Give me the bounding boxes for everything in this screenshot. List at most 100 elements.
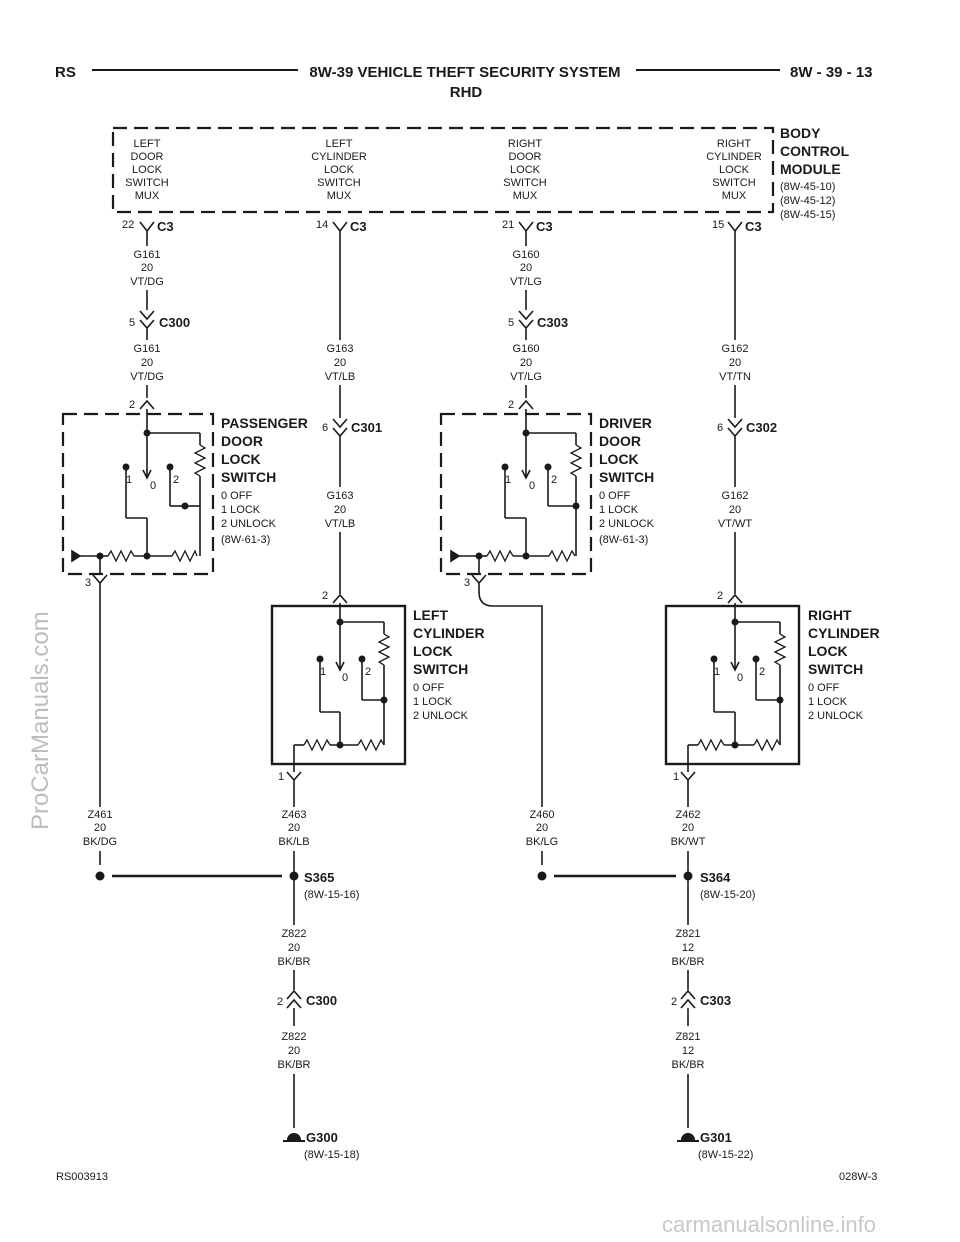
svg-text:15: 15 [712, 219, 724, 231]
svg-text:VT/LB: VT/LB [325, 518, 356, 530]
switch-title-line: RIGHT [808, 607, 852, 623]
svg-text:G161: G161 [134, 343, 161, 355]
bcm-input-right-cylinder: RIGHT CYLINDER LOCK SWITCH MUX [706, 138, 762, 202]
svg-text:MUX: MUX [135, 190, 160, 202]
svg-text:20: 20 [729, 357, 741, 369]
svg-text:0: 0 [342, 672, 348, 684]
right-cylinder-lock-switch: 2 1 0 2 RIGHT CYLINDER LOCK SWITCH 0 OFF… [664, 590, 880, 783]
svg-text:LEFT: LEFT [326, 138, 353, 150]
svg-text:2: 2 [322, 590, 328, 602]
bcm-input-left-cylinder: LEFT CYLINDER LOCK SWITCH MUX [311, 138, 367, 202]
svg-text:5: 5 [129, 317, 135, 329]
splice-s364: S364 (8W-15-20) [537, 870, 755, 901]
svg-text:C301: C301 [351, 420, 382, 435]
svg-text:Z822: Z822 [281, 1031, 306, 1043]
footer-drawing-code: 028W-3 [839, 1171, 877, 1183]
svg-text:0: 0 [529, 480, 535, 492]
ground-g300: G300 (8W-15-18) [283, 1130, 359, 1161]
svg-text:0 OFF: 0 OFF [599, 490, 630, 502]
svg-text:BK/BR: BK/BR [671, 1059, 704, 1071]
svg-text:20: 20 [94, 822, 106, 834]
svg-text:6: 6 [717, 422, 723, 434]
svg-text:VT/DG: VT/DG [130, 371, 164, 383]
svg-text:1 LOCK: 1 LOCK [599, 504, 639, 516]
svg-text:C302: C302 [746, 420, 777, 435]
svg-text:0 OFF: 0 OFF [413, 682, 444, 694]
wire-label-g162-upper: G162 20 VT/TN [719, 343, 751, 383]
svg-text:C3: C3 [157, 219, 174, 234]
wire-label-g161-upper: G161 20 VT/DG [130, 249, 164, 288]
body-control-module: BODY CONTROL MODULE (8W-45-10) (8W-45-12… [111, 125, 850, 234]
svg-text:BK/BR: BK/BR [277, 956, 310, 968]
switch-title-line: SWITCH [221, 469, 276, 485]
bcm-ref: (8W-45-10) [780, 181, 835, 193]
svg-text:1: 1 [278, 771, 284, 783]
svg-text:2 UNLOCK: 2 UNLOCK [599, 518, 655, 530]
svg-text:1: 1 [673, 771, 679, 783]
left-cylinder-lock-switch: 2 1 0 2 LEFT CYLINDER LOCK SWITCH 0 OFF … [270, 590, 485, 783]
svg-text:2: 2 [759, 666, 765, 678]
driver-door-lock-switch: 2 1 0 2 DRIVER DOOR LOCK SWITCH 0 OFF [439, 399, 655, 589]
svg-text:2: 2 [173, 474, 179, 486]
svg-text:20: 20 [141, 262, 153, 274]
svg-text:G162: G162 [722, 490, 749, 502]
svg-text:1: 1 [505, 474, 511, 486]
splice-s365: S365 (8W-15-16) [95, 870, 359, 901]
bcm-ref: (8W-45-15) [780, 209, 835, 221]
page-header: RS 8W-39 VEHICLE THEFT SECURITY SYSTEM 8… [55, 64, 873, 101]
wire-label-z821-upper: Z821 12 BK/BR [671, 928, 704, 968]
svg-text:3: 3 [464, 577, 470, 589]
svg-text:VT/DG: VT/DG [130, 276, 164, 288]
svg-text:5: 5 [508, 317, 514, 329]
svg-text:12: 12 [682, 1045, 694, 1057]
svg-text:S365: S365 [304, 870, 334, 885]
connector-c300-inline: 5 C300 [129, 310, 190, 330]
svg-text:20: 20 [520, 357, 532, 369]
svg-text:C3: C3 [350, 219, 367, 234]
svg-text:BK/DG: BK/DG [83, 836, 117, 848]
svg-text:2: 2 [365, 666, 371, 678]
svg-text:20: 20 [141, 357, 153, 369]
svg-text:LOCK: LOCK [132, 164, 163, 176]
wire-label-z822-upper: Z822 20 BK/BR [277, 928, 310, 968]
svg-text:RIGHT: RIGHT [508, 138, 543, 150]
svg-text:DOOR: DOOR [131, 151, 164, 163]
svg-text:0: 0 [150, 480, 156, 492]
switch-title-line: PASSENGER [221, 415, 308, 431]
svg-text:VT/WT: VT/WT [718, 518, 752, 530]
bcm-input-left-door: LEFT DOOR LOCK SWITCH MUX [125, 138, 168, 202]
svg-text:3: 3 [85, 577, 91, 589]
svg-text:G163: G163 [327, 343, 354, 355]
wire-label-g162-lower: G162 20 VT/WT [718, 490, 752, 530]
switch-title-line: LOCK [599, 451, 639, 467]
bcm-pin-21: 21 C3 [502, 219, 553, 234]
svg-text:RIGHT: RIGHT [717, 138, 752, 150]
header-subtitle: RHD [450, 84, 483, 101]
svg-text:20: 20 [334, 357, 346, 369]
svg-text:22: 22 [122, 219, 134, 231]
svg-text:(8W-15-16): (8W-15-16) [304, 889, 359, 901]
footer-figure-code: RS003913 [56, 1171, 108, 1183]
svg-text:BK/LG: BK/LG [526, 836, 558, 848]
ground-g301: G301 (8W-15-22) [677, 1130, 753, 1161]
wire-label-z461: Z461 20 BK/DG [83, 809, 117, 848]
svg-text:VT/LB: VT/LB [325, 371, 356, 383]
svg-text:C3: C3 [536, 219, 553, 234]
wire-label-z463: Z463 20 BK/LB [278, 809, 309, 848]
svg-text:SWITCH: SWITCH [712, 177, 755, 189]
svg-text:1: 1 [126, 474, 132, 486]
svg-text:C303: C303 [700, 993, 731, 1008]
connector-c303-ground: 2 C303 [671, 989, 731, 1009]
svg-text:0: 0 [737, 672, 743, 684]
bcm-ref: (8W-45-12) [780, 195, 835, 207]
svg-text:2 UNLOCK: 2 UNLOCK [221, 518, 277, 530]
svg-text:G163: G163 [327, 490, 354, 502]
header-title: 8W-39 VEHICLE THEFT SECURITY SYSTEM [309, 64, 620, 81]
svg-text:VT/LG: VT/LG [510, 371, 542, 383]
svg-text:20: 20 [288, 1045, 300, 1057]
header-section-code: RS [55, 64, 76, 81]
svg-text:C3: C3 [745, 219, 762, 234]
svg-text:MUX: MUX [513, 190, 538, 202]
connector-c302: 6 C302 [717, 418, 777, 438]
svg-text:(8W-15-18): (8W-15-18) [304, 1149, 359, 1161]
